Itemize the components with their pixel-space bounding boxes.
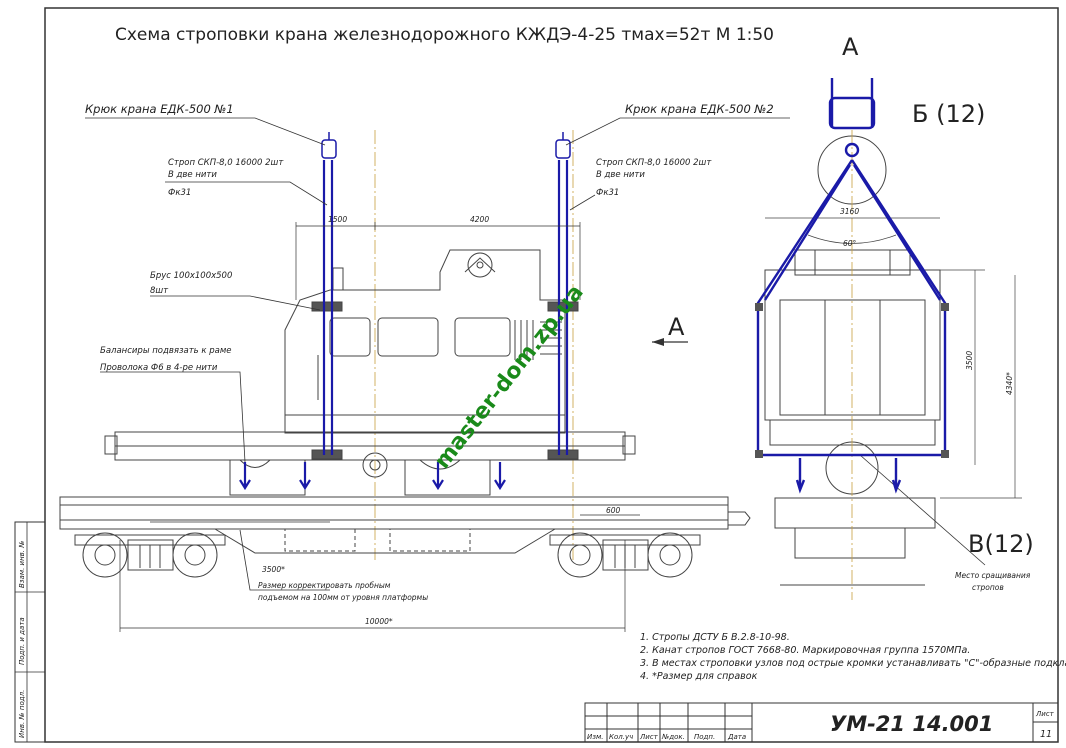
- beam-block-end: [941, 450, 949, 458]
- end-view: [764, 130, 1022, 600]
- platform-rail: [59, 496, 729, 530]
- detail-v12-label: В(12): [968, 530, 1034, 558]
- sling2-label: Строп СКП-8,0 16000 2шт: [596, 158, 712, 168]
- bogie-left: [74, 532, 226, 578]
- sling1-label-2: В две нити: [168, 170, 217, 180]
- side-view: [59, 130, 751, 578]
- dim-3160: 3160: [840, 207, 859, 216]
- note-2: 2. Канат стропов ГОСТ 7668-80. Маркирово…: [640, 645, 970, 656]
- angle-60: 60°: [843, 239, 857, 248]
- crane-body: [284, 249, 566, 416]
- tb-col-izm: Изм.: [587, 733, 603, 741]
- dim-4340: 4340*: [1005, 372, 1014, 395]
- tb-col-kol: Кол.уч: [609, 733, 633, 741]
- sheet-frame: [44, 7, 1059, 743]
- dim-10000: 10000*: [365, 617, 393, 626]
- slings-side-view: [239, 132, 571, 491]
- beam-label-2: 8шт: [150, 286, 169, 296]
- tb-col-data: Дата: [727, 733, 746, 741]
- tb-col-podp: Подп.: [694, 733, 715, 741]
- beam-block-end: [755, 450, 763, 458]
- sheet-number: 11: [1040, 729, 1052, 740]
- beam-block-end: [755, 303, 763, 311]
- wire-label: Проволока Ф6 в 4-ре нити: [100, 363, 218, 373]
- dim-3500-vertical: 3500: [965, 351, 974, 370]
- note-3: 3. В местах строповки узлов под острые к…: [640, 658, 1066, 669]
- dim-4200: 4200: [470, 215, 489, 224]
- hook1-label: Крюк крана ЕДК-500 №1: [85, 102, 234, 116]
- balancer-label: Балансиры подвязать к раме: [100, 346, 231, 356]
- dim-1500: 1500: [328, 215, 347, 224]
- side-stamp-frame: [14, 521, 46, 743]
- hook2-label: Крюк крана ЕДК-500 №2: [625, 102, 774, 116]
- stamp-podp-data: Подп. и дата: [18, 617, 26, 665]
- slings-end-view: [756, 78, 947, 494]
- splice-label: Место сращивания: [955, 571, 1031, 580]
- adjust-label-2: подъемом на 100мм от уровня платформы: [258, 593, 428, 602]
- view-arrow-a: А: [652, 313, 688, 346]
- stamp-inv-podl: Инв. № подл.: [18, 690, 26, 738]
- sling1-label: Строп СКП-8,0 16000 2шт: [168, 158, 284, 168]
- title-block: [584, 702, 1059, 743]
- dim-3500: 3500*: [262, 565, 285, 574]
- sling2-label-2: В две нити: [596, 170, 645, 180]
- beam-block: [547, 449, 579, 460]
- leaders: [85, 117, 986, 591]
- sling1-label-3: Фк31: [168, 188, 191, 198]
- tb-col-ndok: №док.: [661, 733, 685, 741]
- note-1: 1. Стропы ДСТУ Б В.2.8-10-98.: [640, 632, 790, 643]
- beam-block: [547, 301, 579, 312]
- note-4: 4. *Размер для справок: [640, 671, 758, 682]
- stamp-vzam: Взам. инв. №: [18, 540, 26, 588]
- dimension-lines: [119, 222, 640, 632]
- detail-b12-label: Б (12): [912, 100, 985, 128]
- arrow-a-label: А: [668, 313, 685, 341]
- drawing-code: УМ-21 14.001: [830, 712, 993, 736]
- splice-label-2: стропов: [972, 583, 1004, 592]
- dim-600: 600: [606, 506, 621, 515]
- sheet-label: Лист: [1035, 710, 1055, 718]
- beam-block: [311, 449, 343, 460]
- drawing-title: Схема строповки крана железнодорожного К…: [115, 25, 774, 45]
- tb-col-list: Лист: [639, 733, 659, 741]
- beam-label: Брус 100х100х500: [150, 271, 232, 281]
- beam-block: [311, 301, 343, 312]
- view-a-label: А: [842, 33, 859, 61]
- adjust-label: Размер корректировать пробным: [258, 581, 391, 590]
- beam-block-end: [941, 303, 949, 311]
- sling2-label-3: Фк31: [596, 188, 619, 198]
